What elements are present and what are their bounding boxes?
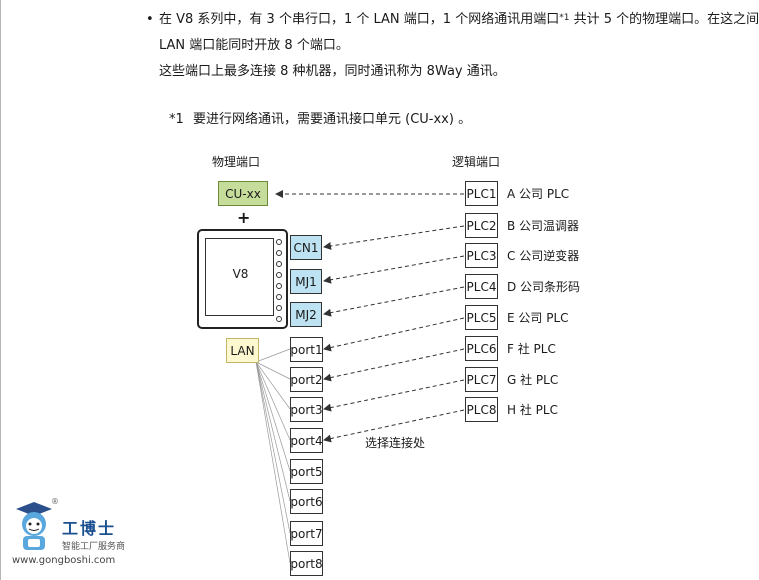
logo-name: 工博士 xyxy=(62,519,117,538)
intro-line-1: 在 V8 系列中，有 3 个串行口，1 个 LAN 端口，1 个网络通讯用端口*… xyxy=(159,12,759,28)
logo-subtitle: 智能工厂服务商 xyxy=(62,542,126,552)
cn1-port-box: CN1 xyxy=(290,235,322,260)
plus-sign: + xyxy=(237,208,251,227)
v8-device: V8 xyxy=(197,229,288,329)
arrow-plc5-port1 xyxy=(323,317,465,352)
physical-port-header: 物理端口 xyxy=(212,155,261,169)
select-connection-label: 选择连接处 xyxy=(365,436,426,450)
logo-url: www.gongboshi.com xyxy=(12,555,116,566)
bullet-mark: • xyxy=(146,12,154,27)
v8-label: V8 xyxy=(232,267,249,281)
mj2-port-box: MJ2 xyxy=(290,302,322,327)
port8-box: port8 xyxy=(290,551,323,576)
v8-buttons xyxy=(276,239,282,322)
port7-box: port7 xyxy=(290,521,323,546)
device-label-6: F 社 PLC xyxy=(507,342,556,356)
arrow-plc6-port2 xyxy=(323,348,465,382)
footnote-mark: *1 xyxy=(169,112,184,127)
device-label-4: D 公司条形码 xyxy=(507,280,581,294)
plc2-box: PLC2 xyxy=(465,213,498,238)
device-label-3: C 公司逆变器 xyxy=(507,249,580,263)
port3-box: port3 xyxy=(290,397,323,422)
device-label-2: B 公司温调器 xyxy=(507,219,580,233)
plc1-box: PLC1 xyxy=(465,181,498,206)
left-border-line xyxy=(0,0,1,580)
arrow-plc8-port4 xyxy=(323,409,465,443)
plc7-box: PLC7 xyxy=(465,367,498,392)
port1-box: port1 xyxy=(290,337,323,362)
mascot-icon xyxy=(16,502,52,550)
plc3-box: PLC3 xyxy=(465,243,498,268)
intro-line-3: 这些端口上最多连接 8 种机器，同时通讯称为 8Way 通讯。 xyxy=(159,64,506,79)
mj1-port-box: MJ1 xyxy=(290,269,322,294)
plc6-box: PLC6 xyxy=(465,336,498,361)
logical-port-header: 逻辑端口 xyxy=(452,155,501,169)
port5-box: port5 xyxy=(290,459,323,484)
port4-box: port4 xyxy=(290,428,323,453)
intro-line-1-a: 在 V8 系列中，有 3 个串行口，1 个 LAN 端口，1 个网络通讯用端口 xyxy=(159,12,560,27)
plc4-box: PLC4 xyxy=(465,274,498,299)
arrow-plc2-cn1 xyxy=(323,225,465,250)
port2-box: port2 xyxy=(290,367,323,392)
plc5-box: PLC5 xyxy=(465,305,498,330)
registered-mark: ® xyxy=(51,497,59,506)
port6-box: port6 xyxy=(290,489,323,514)
device-label-1: A 公司 PLC xyxy=(507,187,570,201)
lan-fan-lines xyxy=(255,348,291,564)
device-label-5: E 公司 PLC xyxy=(507,311,569,325)
arrow-plc3-mj1 xyxy=(323,255,465,284)
watermark-logo: ® 工博士 智能工厂服务商 www.gongboshi.com xyxy=(10,497,150,572)
arrow-plc7-port3 xyxy=(323,379,465,412)
intro-line-2: LAN 端口能同时开放 8 个端口。 xyxy=(159,38,349,53)
footnote-text: 要进行网络通讯，需要通讯接口单元 (CU-xx) 。 xyxy=(193,112,472,127)
footnote-ref: *1 xyxy=(559,13,570,23)
arrow-plc4-mj2 xyxy=(323,286,465,317)
cu-unit-box: CU-xx xyxy=(218,181,268,206)
lan-port-box: LAN xyxy=(226,338,259,363)
device-label-8: H 社 PLC xyxy=(507,403,558,417)
intro-line-1-b: 共计 5 个的物理端口。在这之间 xyxy=(569,12,759,27)
v8-screen: V8 xyxy=(205,238,274,316)
device-label-7: G 社 PLC xyxy=(507,373,559,387)
plc8-box: PLC8 xyxy=(465,397,498,422)
